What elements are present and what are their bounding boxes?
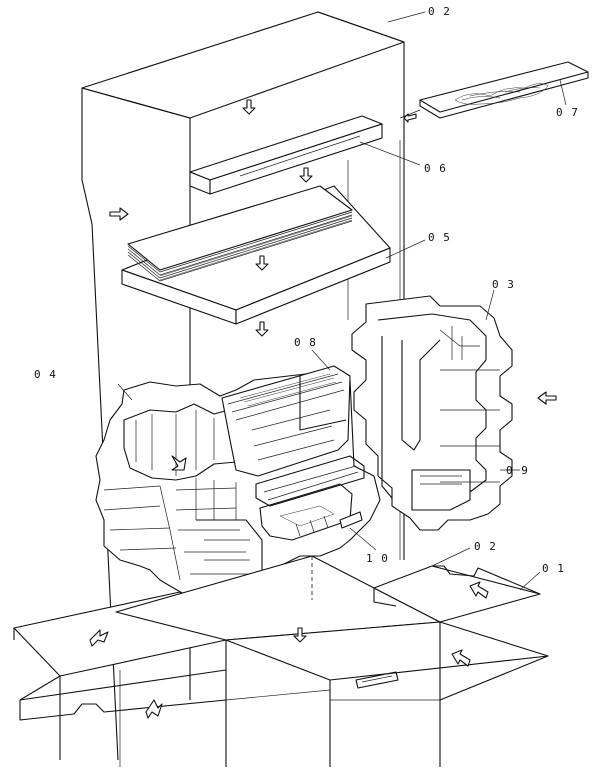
top-cushion <box>189 115 383 195</box>
leader-02-bottom <box>431 547 471 567</box>
arrow-right-icon <box>109 207 129 221</box>
arrow-left-icon <box>537 391 557 405</box>
arrow-down-icon <box>242 99 256 115</box>
leader-02-top <box>387 11 426 23</box>
arrow-left-icon <box>469 581 489 599</box>
base-box <box>13 555 549 767</box>
document-tray <box>121 185 391 325</box>
label-10: 1 0 <box>366 552 389 565</box>
label-05: 0 5 <box>428 231 451 244</box>
leader-06 <box>359 141 421 166</box>
leader-10 <box>349 527 377 551</box>
label-03: 0 3 <box>492 278 515 291</box>
arrow-up-icon <box>89 629 109 647</box>
leader-01 <box>519 571 541 591</box>
label-01: 0 1 <box>542 562 565 575</box>
arrow-down-icon <box>293 627 307 643</box>
label-08: 0 8 <box>294 336 317 349</box>
arrow-up-icon <box>145 699 163 719</box>
leader-03 <box>485 289 495 321</box>
leader-04 <box>117 383 133 401</box>
left-cushion <box>95 365 381 607</box>
leader-07 <box>559 79 567 106</box>
label-09: 0 9 <box>506 464 529 477</box>
accessory-bag <box>399 61 589 123</box>
label-04: 0 4 <box>34 368 57 381</box>
arrow-down-icon <box>255 321 269 337</box>
label-06: 0 6 <box>424 162 447 175</box>
label-02-bottom: 0 2 <box>474 540 497 553</box>
leader-05 <box>385 239 426 259</box>
right-cushion <box>351 295 513 531</box>
arrow-down-icon <box>299 167 313 183</box>
leader-08 <box>311 349 331 371</box>
label-07: 0 7 <box>556 106 579 119</box>
arrow-left-icon <box>451 649 471 667</box>
arrow-down-icon <box>255 255 269 271</box>
label-02-top: 0 2 <box>428 5 451 18</box>
outer-sleeve <box>81 11 405 761</box>
